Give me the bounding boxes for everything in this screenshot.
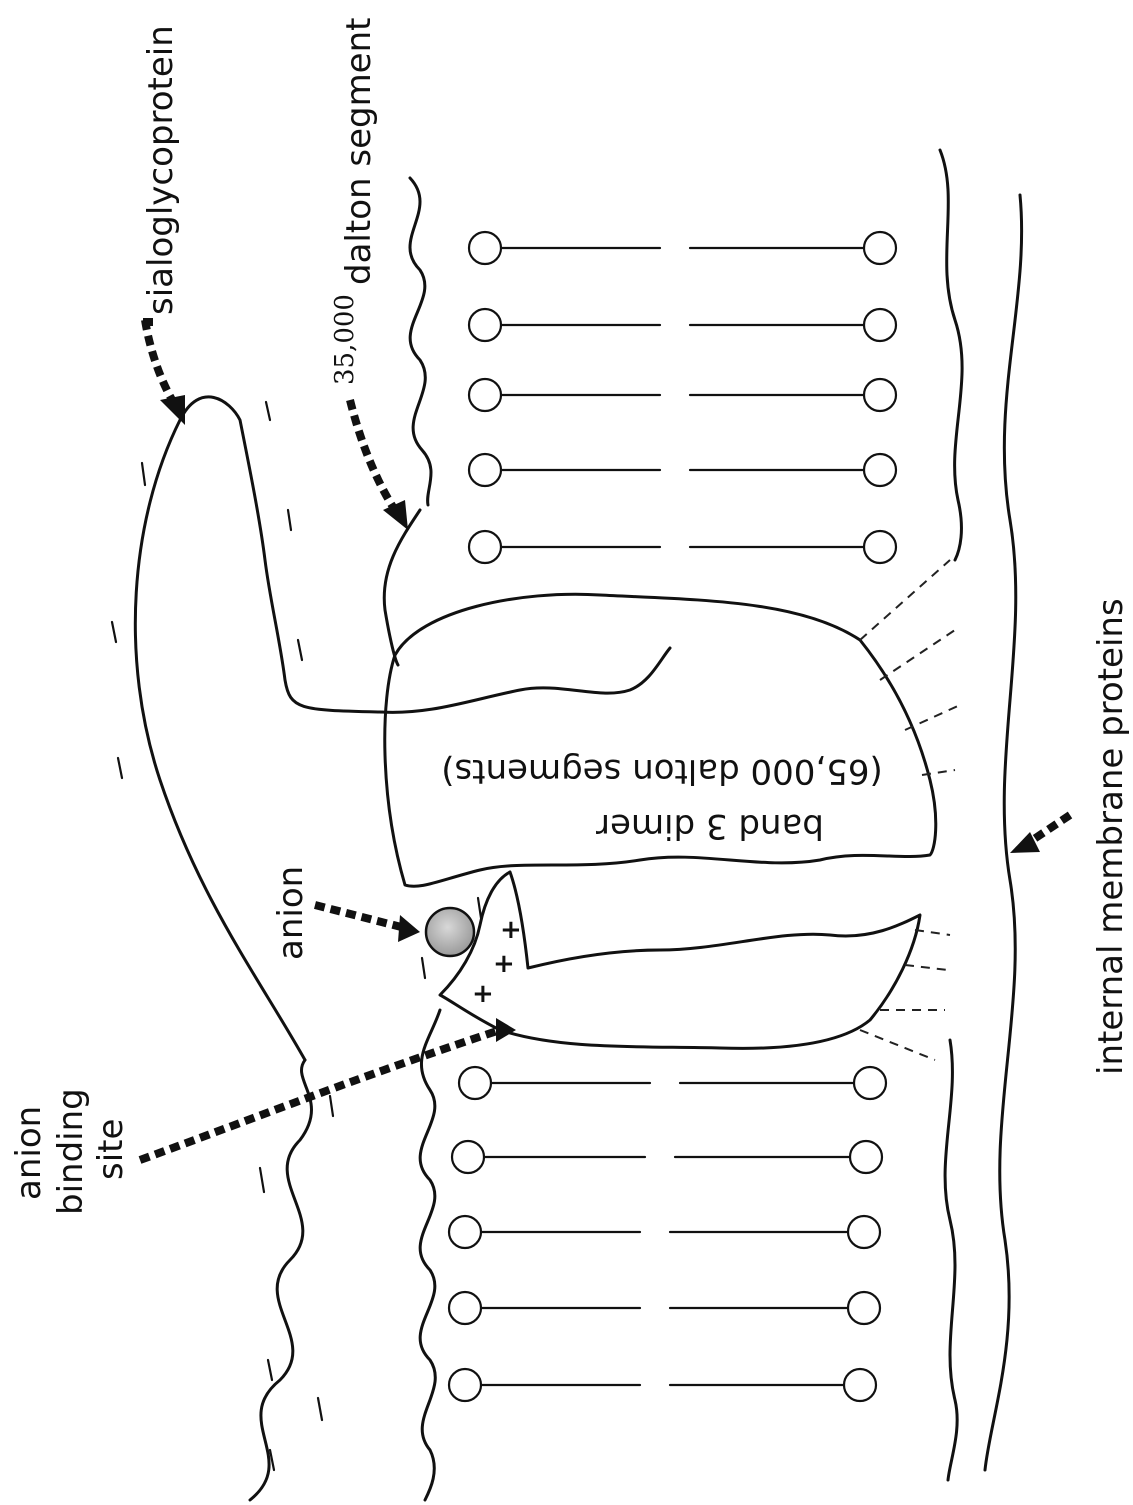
label-band3-dimer: band 3 dimer: [596, 806, 824, 846]
sialoglycoprotein-arrow: [145, 320, 175, 405]
anion-ion: [426, 908, 474, 956]
segment-35k-arrow: [350, 400, 398, 515]
protein-connectors: [860, 560, 960, 1060]
anion-binding-site-arrowhead: [496, 1018, 516, 1042]
membrane-outer-leaflet-top: [410, 178, 431, 505]
membrane-outer-leaflet-bottom: [420, 1010, 440, 1500]
label-anion-binding-2: binding: [51, 1088, 91, 1215]
lipid-row-upper: [469, 232, 896, 563]
label-35000: 35,000: [330, 294, 360, 385]
label-band3-segments: (65,000 dalton segments): [441, 751, 883, 791]
plus-charge-1: +: [500, 915, 522, 945]
membrane-inner-leaflet-bottom: [945, 1040, 957, 1480]
plus-charge-3: +: [472, 979, 494, 1009]
label-sialoglycoprotein: sialoglycoprotein: [141, 25, 181, 315]
membrane-inner-leaflet-top: [940, 150, 962, 560]
segment-35k-arrowhead: [383, 500, 408, 530]
anion-arrow: [315, 905, 405, 928]
membrane-outer-leaflet-mid: [384, 510, 420, 665]
label-anion-binding-1: anion: [9, 1106, 49, 1200]
label-anion-binding-3: site: [91, 1119, 131, 1180]
sialoglycoprotein-outline: [135, 397, 670, 1060]
plus-charge-2: +: [493, 949, 515, 979]
label-anion: anion: [271, 866, 311, 960]
internal-protein-layer: [985, 195, 1022, 1470]
label-internal-membrane-proteins: internal membrane proteins: [1091, 598, 1131, 1075]
lipid-row-lower: [449, 1067, 886, 1401]
anion-arrowhead: [398, 915, 420, 942]
sialoglycoprotein-arrowhead: [160, 395, 185, 425]
label-dalton-segment: dalton segment: [339, 18, 379, 285]
outer-wavy-boundary: [250, 1060, 311, 1500]
anion-binding-site-arrow: [140, 1030, 500, 1160]
